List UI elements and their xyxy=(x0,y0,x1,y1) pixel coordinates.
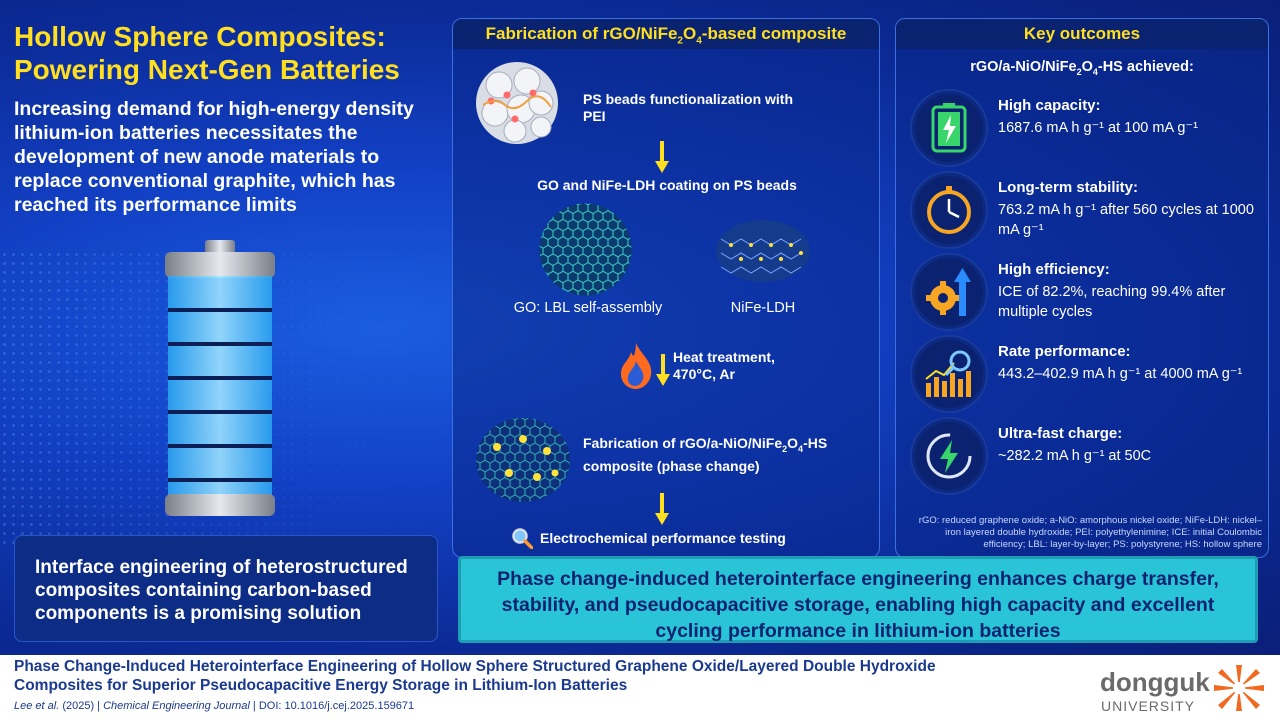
outcome-title: Ultra-fast charge: xyxy=(998,425,1123,442)
outcome-title: Long-term stability: xyxy=(998,179,1139,196)
outcome-desc: ICE of 82.2%, reaching 99.4% after multi… xyxy=(998,284,1226,320)
fabrication-header: Fabrication of rGO/NiFe2O4-based composi… xyxy=(453,19,879,49)
paper-title: Phase Change-Induced Heterointerface Eng… xyxy=(14,658,936,694)
outcome-high-efficiency: High efficiency: ICE of 82.2%, reaching … xyxy=(910,253,1260,333)
citation: Lee et al. (2025) | Chemical Engineering… xyxy=(14,700,415,712)
solution-box: Interface engineering of heterostructure… xyxy=(14,535,438,642)
citation-authors: Lee et al. xyxy=(14,700,60,712)
outcome-desc: 763.2 mA h g⁻¹ after 560 cycles at 1000 … xyxy=(998,202,1254,238)
citation-journal: Chemical Engineering Journal xyxy=(103,700,250,712)
main-title: Hollow Sphere Composites: Powering Next-… xyxy=(14,21,400,85)
logo-wordmark: dongguk xyxy=(1100,667,1210,697)
magnifier-icon xyxy=(512,528,533,549)
go-sphere-icon xyxy=(539,203,632,296)
outcome-ultra-fast-charge: Ultra-fast charge: ~282.2 mA h g⁻¹ at 50… xyxy=(910,417,1260,497)
fabrication-panel: Fabrication of rGO/NiFe2O4-based composi… xyxy=(452,18,880,558)
outcomes-subtitle: rGO/a-NiO/NiFe2O4-HS achieved: xyxy=(970,59,1194,77)
composite-sphere-icon xyxy=(476,418,570,502)
outcome-title: High capacity: xyxy=(998,97,1101,114)
step-composite: Fabrication of rGO/a-NiO/NiFe2O4-HS comp… xyxy=(583,435,828,474)
chart-magnifier-icon xyxy=(910,335,988,413)
intro-text: Increasing demand for high-energy densit… xyxy=(14,98,414,216)
battery-charge-icon xyxy=(910,89,988,167)
outcome-desc: 443.2–402.9 mA h g⁻¹ at 4000 mA g⁻¹ xyxy=(998,366,1243,382)
step-testing: Electrochemical performance testing xyxy=(540,530,786,546)
arrow-down-icon xyxy=(656,354,670,386)
gear-arrow-icon xyxy=(910,253,988,331)
outcomes-panel: Key outcomes rGO/a-NiO/NiFe2O4-HS achiev… xyxy=(895,18,1269,558)
outcome-title: Rate performance: xyxy=(998,343,1131,360)
outcomes-header: Key outcomes xyxy=(896,19,1268,49)
step-heat-treatment: Heat treatment, 470°C, Ar xyxy=(673,349,775,382)
step-go-coating: GO and NiFe-LDH coating on PS beads xyxy=(537,177,797,193)
outcome-desc: 1687.6 mA h g⁻¹ at 100 mA g⁻¹ xyxy=(998,120,1198,136)
outcome-rate-performance: Rate performance: 443.2–402.9 mA h g⁻¹ a… xyxy=(910,335,1260,415)
step-ps-beads: PS beads functionalization with PEI xyxy=(583,91,794,124)
ldh-structure-icon xyxy=(716,220,810,282)
lightning-circle-icon xyxy=(910,417,988,495)
go-label: GO: LBL self-assembly xyxy=(513,300,663,316)
flame-icon xyxy=(621,343,652,389)
stopwatch-icon xyxy=(910,171,988,249)
arrow-down-icon xyxy=(655,141,669,173)
outcome-long-term-stability: Long-term stability: 763.2 mA h g⁻¹ afte… xyxy=(910,171,1260,251)
logo-university: UNIVERSITY xyxy=(1101,698,1196,714)
outcome-desc: ~282.2 mA h g⁻¹ at 50C xyxy=(998,448,1152,464)
infographic-canvas: Hollow Sphere Composites: Powering Next-… xyxy=(0,0,1280,655)
battery-icon xyxy=(165,240,275,516)
outcome-title: High efficiency: xyxy=(998,261,1110,278)
ldh-label: NiFe-LDH xyxy=(730,300,796,316)
outcome-high-capacity: High capacity: 1687.6 mA h g⁻¹ at 100 mA… xyxy=(910,89,1260,169)
abbreviations-note: rGO: reduced graphene oxide; a-NiO: amor… xyxy=(918,515,1262,550)
arrow-down-icon xyxy=(655,493,669,525)
conclusion-box: Phase change-induced heterointerface eng… xyxy=(458,556,1258,643)
footer: Phase Change-Induced Heterointerface Eng… xyxy=(0,655,1280,720)
dongguk-logo-icon xyxy=(1214,665,1264,711)
ps-beads-icon xyxy=(476,62,558,144)
